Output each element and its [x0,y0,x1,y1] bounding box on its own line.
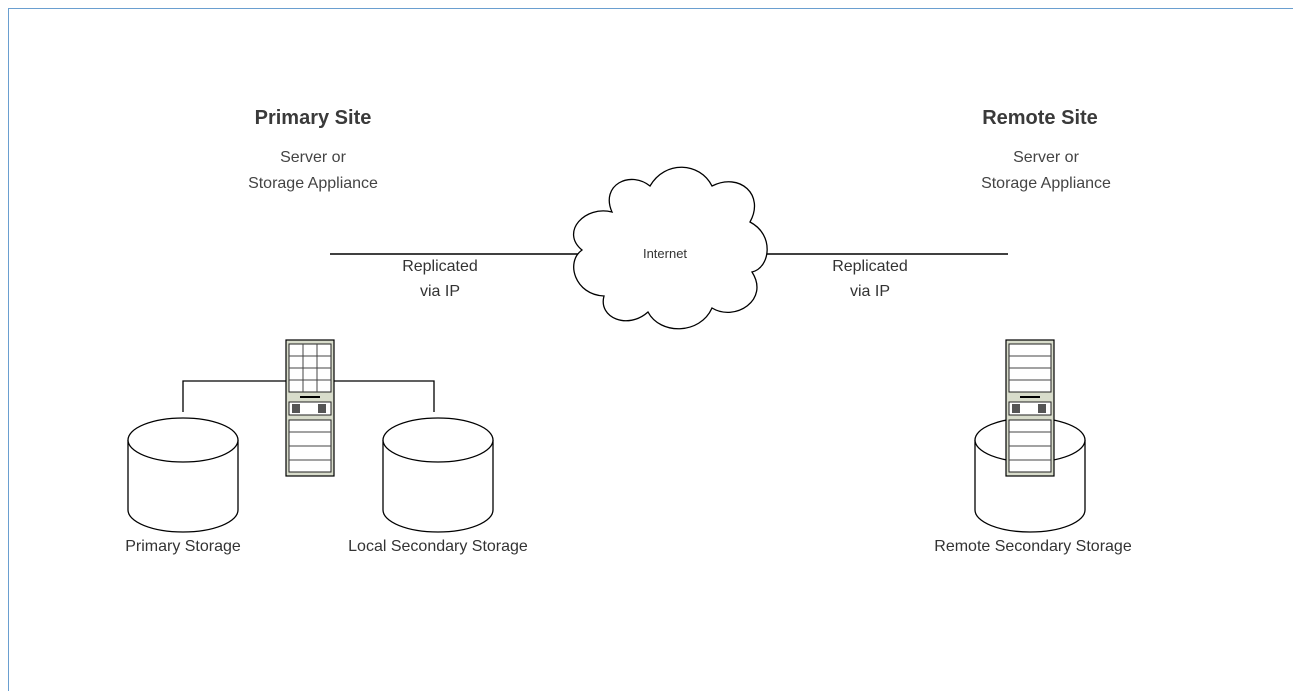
right-link-label-line2: via IP [849,283,890,300]
remote-server-icon [1005,339,1055,477]
primary-site-subtitle-line1: Server or [280,149,346,166]
primary-storage-label: Primary Storage [125,538,241,555]
local-secondary-storage-label: Local Secondary Storage [348,538,528,555]
diagram-frame [8,8,1293,691]
right-link-label-line1: Replicated [832,258,908,275]
internet-label: Internet [642,246,688,261]
primary-server-icon [285,339,335,477]
primary-site-subtitle-line2: Storage Appliance [248,175,378,192]
remote-secondary-storage-label: Remote Secondary Storage [934,538,1132,555]
left-link-label-line2: via IP [419,283,460,300]
primary-site-title: Primary Site [254,107,372,129]
remote-site-subtitle-line1: Server or [1013,149,1079,166]
local-secondary-storage-disk-icon [382,417,494,533]
remote-site-subtitle-line2: Storage Appliance [981,175,1111,192]
left-link-label-line1: Replicated [402,258,478,275]
internet-cloud-icon [573,166,768,330]
remote-site-title: Remote Site [982,107,1098,129]
primary-storage-disk-icon [127,417,239,533]
